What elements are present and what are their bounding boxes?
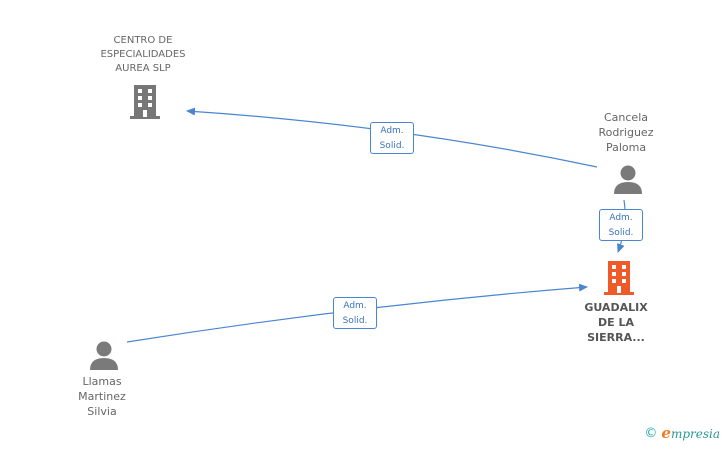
copyright-icon: © — [644, 425, 658, 441]
label-line: ESPECIALIDADES — [100, 49, 186, 60]
edge-badge-cancela-guadalix[interactable]: Adm. Solid. — [599, 209, 643, 241]
badge-line: Adm. — [343, 301, 367, 311]
label-line: SIERRA... — [587, 331, 645, 344]
edge-badge-cancela-centro[interactable]: Adm. Solid. — [370, 122, 414, 154]
badge-line: Adm. — [380, 126, 404, 136]
node-llamas-label[interactable]: Llamas Martinez Silvia — [56, 374, 148, 419]
brand-logo: empresia — [661, 424, 720, 442]
node-centro-label[interactable]: CENTRO DE ESPECIALIDADES AUREA SLP — [82, 34, 204, 76]
node-guadalix-label[interactable]: GUADALIX DE LA SIERRA... — [570, 300, 662, 345]
label-line: CENTRO DE — [113, 35, 173, 46]
badge-line: Solid. — [608, 228, 634, 238]
brand-text: mpresia — [670, 427, 720, 441]
brand-letter: e — [661, 424, 671, 442]
building-highlight-icon[interactable] — [602, 260, 636, 296]
label-line: DE LA — [598, 316, 634, 329]
building-icon[interactable] — [128, 84, 162, 120]
badge-line: Adm. — [609, 213, 633, 223]
label-line: Rodriguez — [598, 126, 654, 139]
label-line: Llamas — [82, 375, 122, 388]
label-line: Paloma — [605, 141, 647, 154]
node-cancela-label[interactable]: Cancela Rodriguez Paloma — [580, 110, 672, 155]
badge-line: Solid. — [379, 141, 405, 151]
label-line: AUREA SLP — [115, 63, 171, 74]
footer-brand[interactable]: © empresia — [644, 424, 720, 442]
badge-line: Solid. — [342, 316, 368, 326]
label-line: GUADALIX — [584, 301, 648, 314]
label-line: Martinez — [78, 390, 126, 403]
label-line: Cancela — [603, 111, 648, 124]
person-icon[interactable] — [88, 340, 120, 370]
edge-badge-llamas-guadalix[interactable]: Adm. Solid. — [333, 297, 377, 329]
person-icon[interactable] — [612, 164, 644, 194]
label-line: Silvia — [87, 405, 117, 418]
